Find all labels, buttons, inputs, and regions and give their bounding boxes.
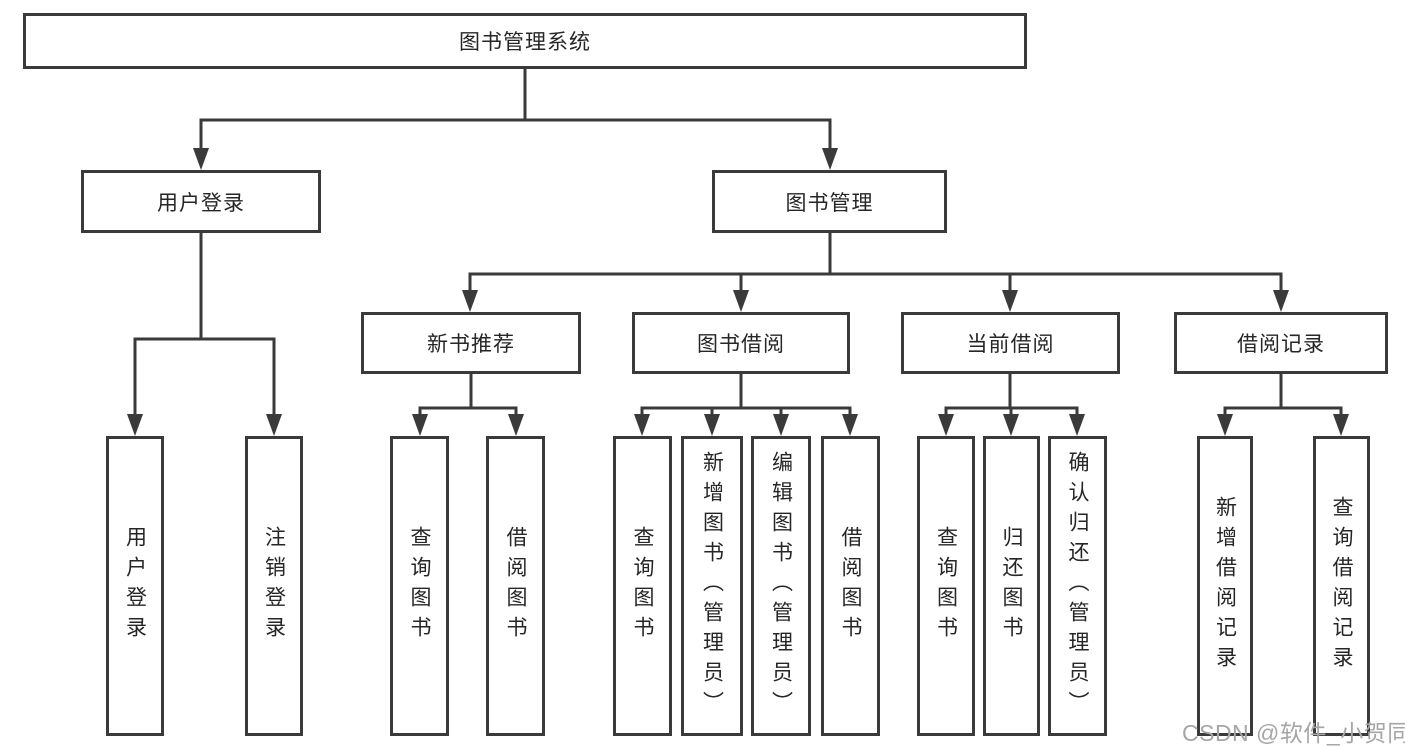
leaf-newbook-borrow-books-label: 借阅图书 (504, 526, 527, 646)
leaf-logout: 注销登录 (245, 436, 303, 736)
edge-current-borrow-to-leaves (938, 374, 1085, 436)
leaf-user-login: 用户登录 (106, 436, 164, 736)
leaf-add-books-admin-label: 新增图书（管理员） (700, 451, 724, 721)
leaf-confirm-return-admin: 确认归还（管理员） (1048, 436, 1107, 736)
leaf-edit-books-admin: 编辑图书（管理员） (751, 436, 811, 736)
leaf-borrow-borrow-books-label: 借阅图书 (839, 526, 862, 646)
leaf-borrow-borrow-books: 借阅图书 (821, 436, 880, 736)
leaf-user-login-label: 用户登录 (123, 526, 147, 646)
leaf-query-borrow-record-label: 查询借阅记录 (1330, 496, 1353, 676)
leaf-logout-label: 注销登录 (262, 526, 286, 646)
leaf-current-query-books-label: 查询图书 (934, 526, 958, 646)
leaf-confirm-return-admin-label: 确认归还（管理员） (1066, 451, 1089, 721)
leaf-return-books-label: 归还图书 (1000, 526, 1023, 646)
leaf-add-books-admin: 新增图书（管理员） (681, 436, 743, 736)
node-user-login: 用户登录 (81, 170, 321, 233)
edge-book-borrow-to-leaves (634, 374, 858, 436)
edge-root-to-level1 (193, 68, 838, 170)
node-book-borrow: 图书借阅 (632, 312, 850, 374)
leaf-borrow-query-books-label: 查询图书 (631, 526, 654, 646)
leaf-newbook-borrow-books: 借阅图书 (486, 436, 545, 736)
leaf-newbook-query-books-label: 查询图书 (408, 526, 431, 646)
csdn-watermark: CSDN @软件_小贺同学 (1182, 720, 1405, 746)
node-current-borrow: 当前借阅 (901, 312, 1120, 374)
leaf-query-borrow-record: 查询借阅记录 (1313, 436, 1370, 736)
edge-new-book-to-leaves (412, 374, 524, 436)
leaf-add-borrow-record-label: 新增借阅记录 (1213, 496, 1237, 676)
node-new-book-recommend: 新书推荐 (361, 312, 581, 374)
edge-user-login-to-leaves (127, 233, 282, 436)
node-book-management: 图书管理 (712, 170, 947, 233)
node-borrow-record: 借阅记录 (1174, 312, 1388, 374)
leaf-current-query-books: 查询图书 (917, 436, 975, 736)
leaf-add-borrow-record: 新增借阅记录 (1197, 436, 1253, 736)
leaf-edit-books-admin-label: 编辑图书（管理员） (769, 451, 793, 721)
edge-book-mgmt-to-level2 (462, 233, 1289, 312)
leaf-newbook-query-books: 查询图书 (390, 436, 449, 736)
leaf-return-books: 归还图书 (983, 436, 1040, 736)
leaf-borrow-query-books: 查询图书 (613, 436, 672, 736)
edge-borrow-record-to-leaves (1217, 374, 1349, 436)
node-library-system: 图书管理系统 (23, 13, 1027, 69)
